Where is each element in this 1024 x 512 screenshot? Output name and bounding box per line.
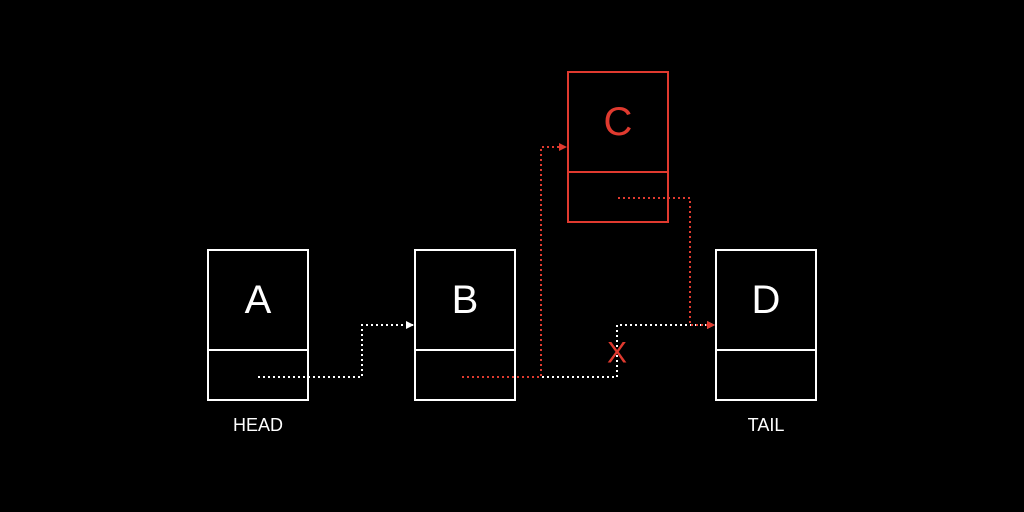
- node-a-label: A: [245, 278, 272, 322]
- tail-caption: TAIL: [748, 415, 785, 435]
- node-c: C: [567, 71, 669, 223]
- pointer-c-to-d: [618, 197, 715, 329]
- removed-link-x-mark: X: [607, 337, 627, 370]
- node-d-label: D: [752, 278, 781, 322]
- node-c-label: C: [604, 100, 633, 144]
- node-d-pointer-cell: [715, 349, 817, 401]
- head-caption: HEAD: [233, 415, 283, 435]
- node-d: D: [715, 249, 817, 401]
- node-a-pointer-cell: [207, 349, 309, 401]
- pointer-b-to-c: [462, 143, 567, 378]
- node-a: A: [207, 249, 309, 401]
- pointer-b-to-d-removed: [462, 321, 715, 378]
- node-b: B: [414, 249, 516, 401]
- pointer-a-to-b: [258, 321, 414, 378]
- node-b-label: B: [452, 278, 479, 322]
- node-b-pointer-cell: [414, 349, 516, 401]
